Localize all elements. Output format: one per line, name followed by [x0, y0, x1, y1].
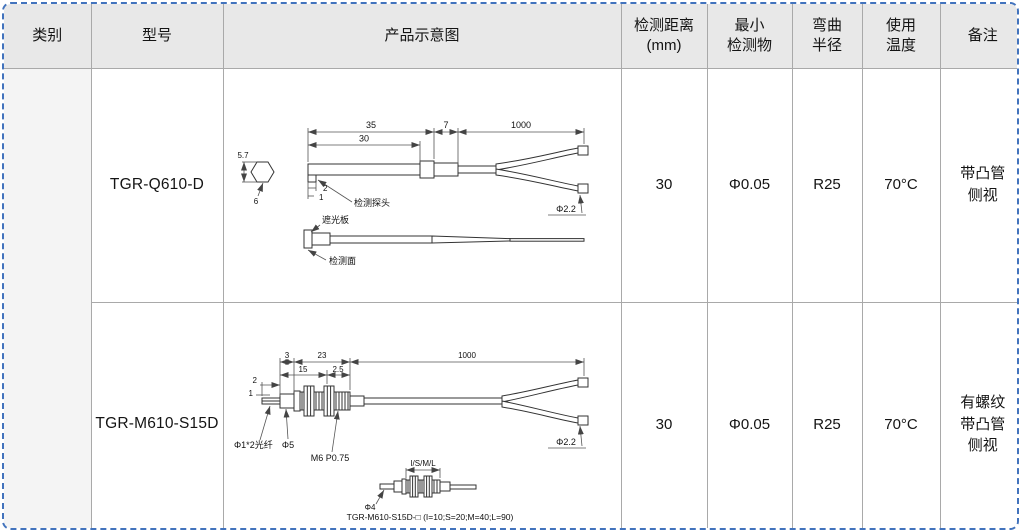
- table-row-m610: TGR-M610-S15D: [4, 301, 1017, 528]
- cable-diameter-label: Φ2.2: [556, 204, 576, 214]
- dimension-lines: [241, 128, 586, 261]
- dim-2-5-label: 2.5: [332, 365, 344, 374]
- hex-nut: [323, 385, 335, 417]
- fiber-branch-upper: [501, 379, 579, 403]
- dim-3-label: 3: [285, 351, 290, 360]
- probe-outline: [250, 145, 589, 249]
- table-row-q610: TGR-Q610-D: [4, 67, 1017, 528]
- dim-35-label: 35: [366, 120, 376, 130]
- header-category: 类别: [4, 4, 92, 69]
- dim-5-7-label: 5.7: [237, 151, 249, 160]
- dimension-lines: [256, 358, 586, 505]
- temperature-cell: 70°C: [861, 301, 941, 528]
- table-body: TGR-Q610-D: [4, 67, 1017, 528]
- phi4-label: Φ4: [365, 503, 376, 512]
- header-row: 类别 型号 产品示意图 检测距离 (mm) 最小 检测物 弯曲 半径 使用 温度…: [4, 4, 1017, 69]
- category-cell: [4, 67, 92, 528]
- header-min-object: 最小 检测物: [706, 4, 793, 69]
- bend-radius-cell: R25: [791, 67, 863, 303]
- distance-cell: 30: [620, 301, 708, 528]
- product-diagram-m610: 3 23 1000 15 2.5 2 1 Φ1*2光纤 Φ5 M6 P0.75 …: [234, 351, 589, 522]
- dim-15-label: 15: [299, 365, 308, 374]
- phi5-label: Φ5: [282, 440, 294, 450]
- dim-6-label: 6: [254, 197, 259, 206]
- model-cell: TGR-M610-S15D: [91, 301, 224, 528]
- distance-cell: 30: [620, 67, 708, 303]
- bend-radius-cell: R25: [791, 301, 863, 528]
- product-spec-table: 类别 型号 产品示意图 检测距离 (mm) 最小 检测物 弯曲 半径 使用 温度…: [4, 4, 1017, 528]
- shield-label: 遮光板: [322, 214, 349, 225]
- diagram-cell-q610: 35 30 7 1000 5.7 6 2 1 检测探头 Φ2.2 遮光板 检测面: [222, 67, 622, 303]
- shield-plate: [303, 229, 313, 249]
- remark-cell: 有螺纹 带凸管 侧视: [939, 301, 1017, 528]
- fiber-branch-lower: [501, 400, 579, 424]
- length-code-label: I/S/M/L: [410, 459, 436, 468]
- hex-nut: [423, 475, 433, 498]
- header-model: 型号: [90, 4, 224, 69]
- dimension-labels: 3 23 1000 15 2.5 2 1 Φ1*2光纤 Φ5 M6 P0.75 …: [234, 351, 576, 522]
- remark-cell: 带凸管 侧视: [939, 67, 1017, 303]
- temperature-cell: 70°C: [861, 67, 941, 303]
- header-temperature: 使用 温度: [861, 4, 941, 69]
- header-remark: 备注: [939, 4, 1017, 69]
- table-header: 类别 型号 产品示意图 检测距离 (mm) 最小 检测物 弯曲 半径 使用 温度…: [4, 4, 1017, 69]
- product-diagram-q610: 35 30 7 1000 5.7 6 2 1 检测探头 Φ2.2 遮光板 检测面: [237, 120, 589, 266]
- dim-1000-label: 1000: [511, 120, 531, 130]
- model-cell: TGR-Q610-D: [90, 67, 224, 303]
- diagram-cell-m610: 3 23 1000 15 2.5 2 1 Φ1*2光纤 Φ5 M6 P0.75 …: [222, 301, 622, 528]
- dim-1000-label: 1000: [458, 351, 476, 360]
- min-object-cell: Φ0.05: [706, 67, 793, 303]
- header-diagram: 产品示意图: [222, 4, 622, 69]
- header-bend-radius: 弯曲 半径: [791, 4, 863, 69]
- dim-1-label: 1: [319, 193, 324, 202]
- dim-23-label: 23: [318, 351, 327, 360]
- probe-outline: [261, 377, 589, 498]
- fiber-branch-lower: [495, 168, 579, 192]
- probe-label: 检测探头: [354, 197, 390, 208]
- dim-2-label: 2: [253, 376, 258, 385]
- hex-nut: [409, 475, 419, 498]
- order-note-label: TGR-M610-S15D-□ (I=10;S=20;M=40;L=90): [347, 512, 514, 522]
- thread-label: M6 P0.75: [311, 453, 350, 463]
- hex-nut: [303, 385, 315, 417]
- dim-2-label: 2: [323, 184, 328, 193]
- cable-diameter-label: Φ2.2: [556, 437, 576, 447]
- dim-1-label: 1: [249, 389, 254, 398]
- header-distance: 检测距离 (mm): [620, 4, 708, 69]
- dimension-labels: 35 30 7 1000 5.7 6 2 1 检测探头 Φ2.2 遮光板 检测面: [237, 120, 575, 266]
- hex-end-view: [250, 161, 275, 183]
- dim-7-label: 7: [443, 120, 448, 130]
- detect-face-label: 检测面: [329, 255, 356, 266]
- fiber-label: Φ1*2光纤: [234, 439, 273, 450]
- dim-30-label: 30: [359, 134, 369, 144]
- fiber-branch-upper: [495, 147, 579, 171]
- min-object-cell: Φ0.05: [706, 301, 793, 528]
